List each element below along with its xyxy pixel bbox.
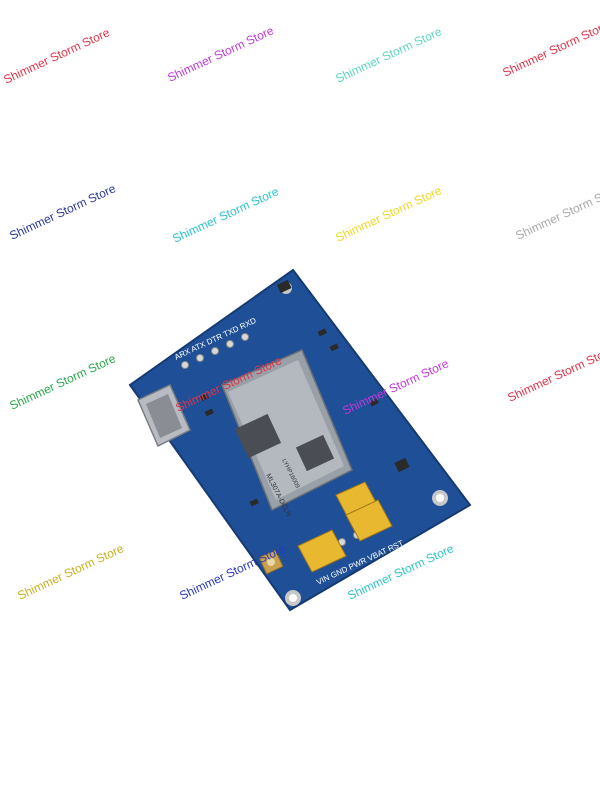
watermark-text: Shimmer Storm Store — [165, 23, 276, 85]
smd-components — [199, 279, 410, 507]
usb-connector — [137, 383, 191, 448]
watermark-text: Shimmer Storm Store — [1, 25, 112, 87]
watermark-text: Shimmer Storm Store — [170, 184, 281, 246]
watermark-text: Shimmer Storm Store — [7, 351, 118, 413]
watermark-text: Shimmer Storm Store — [505, 343, 600, 405]
watermark-text: Shimmer Storm Store — [513, 181, 600, 243]
watermark-text: Shimmer Storm Store — [333, 183, 444, 245]
watermark-text: Shimmer Storm Store — [500, 18, 600, 80]
cellular-module: ML307A-DCLN LYHP16009 — [221, 349, 353, 518]
watermark-text: Shimmer Storm Store — [333, 24, 444, 86]
watermark-text: Shimmer Storm Store — [15, 541, 126, 603]
capacitors — [297, 481, 393, 573]
watermark-text: Shimmer Storm Store — [7, 181, 118, 243]
antenna-connector — [258, 549, 284, 575]
